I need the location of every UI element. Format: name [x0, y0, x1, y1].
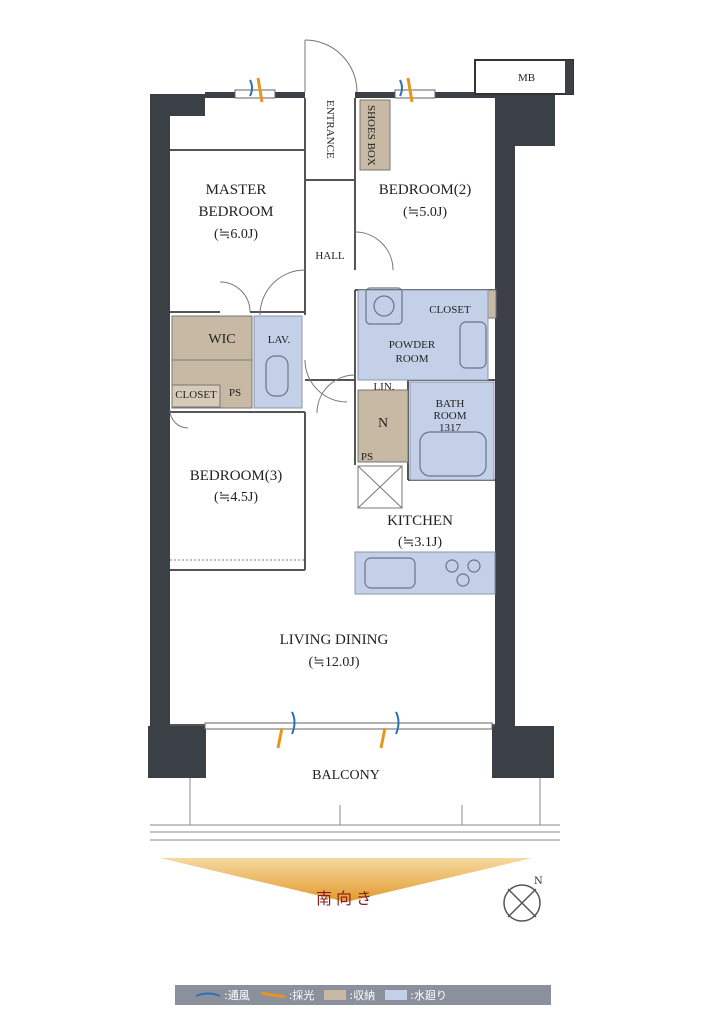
powder-room-line2: ROOM: [395, 353, 428, 365]
storage-swatch: [324, 990, 347, 1000]
legend-label-storage: :収納: [349, 989, 376, 1002]
closet-right-label: CLOSET: [429, 304, 471, 316]
breeze-icon: [195, 992, 221, 997]
master-bedroom-size: (≒6.0J): [214, 227, 258, 242]
wic-label: WIC: [208, 332, 235, 347]
legend: :通風 :採光 :収納 :水廻り: [175, 985, 551, 1005]
bedroom2-name: BEDROOM(2): [379, 182, 472, 198]
hall-label: HALL: [315, 250, 345, 262]
storage-areas: [171, 99, 497, 463]
mb-box: [474, 59, 574, 95]
lin-label: LIN.: [373, 381, 394, 393]
bathroom-line2: ROOM: [433, 410, 466, 422]
bedroom3-name: BEDROOM(3): [190, 468, 283, 484]
legend-item-breeze: :通風: [195, 987, 250, 1003]
legend-item-water: :水廻り: [385, 987, 447, 1003]
shoes-box-label: SHOES BOX: [365, 105, 377, 166]
fixtures: [265, 287, 487, 589]
legend-item-light: :採光: [260, 987, 315, 1003]
master-bedroom-line2: BEDROOM: [198, 204, 273, 220]
balcony-rails: [150, 778, 560, 841]
kitchen-size: (≒3.1J): [398, 535, 442, 550]
water-swatch: [385, 990, 408, 1000]
bedroom2-size: (≒5.0J): [403, 205, 447, 220]
orientation-label: 南向き: [316, 889, 376, 908]
master-bedroom-line1: MASTER: [206, 182, 267, 198]
south-arrow: [160, 858, 532, 902]
lav-label: LAV.: [268, 334, 291, 346]
window-indicators: [204, 77, 493, 749]
outer-walls: [148, 86, 555, 778]
compass-icon: [503, 884, 541, 922]
closet-left-label: CLOSET: [175, 389, 217, 401]
fridge-label: N: [378, 416, 388, 431]
ps-right-label: PS: [361, 451, 373, 463]
legend-label-light: :採光: [288, 989, 315, 1002]
doors: [169, 39, 394, 561]
living-dining-size: (≒12.0J): [308, 655, 359, 670]
ps-left-label: PS: [229, 387, 241, 399]
kitchen-name: KITCHEN: [387, 513, 453, 529]
powder-room-line1: POWDER: [389, 339, 436, 351]
bathroom-line1: BATH: [436, 398, 465, 410]
light-icon: [260, 992, 285, 998]
compass-north-label: N: [534, 876, 543, 887]
entrance-label: ENTRANCE: [324, 100, 336, 159]
water-areas: [253, 289, 496, 595]
bathroom-line3: 1317: [439, 422, 462, 434]
legend-label-water: :水廻り: [410, 989, 447, 1002]
legend-label-breeze: :通風: [224, 989, 250, 1002]
balcony-label: BALCONY: [312, 768, 380, 783]
bedroom3-size: (≒4.5J): [214, 490, 258, 505]
living-dining-name: LIVING DINING: [280, 632, 389, 648]
legend-item-storage: :収納: [324, 987, 375, 1003]
mb-label: MB: [518, 72, 535, 84]
pantry-box: [357, 465, 403, 509]
